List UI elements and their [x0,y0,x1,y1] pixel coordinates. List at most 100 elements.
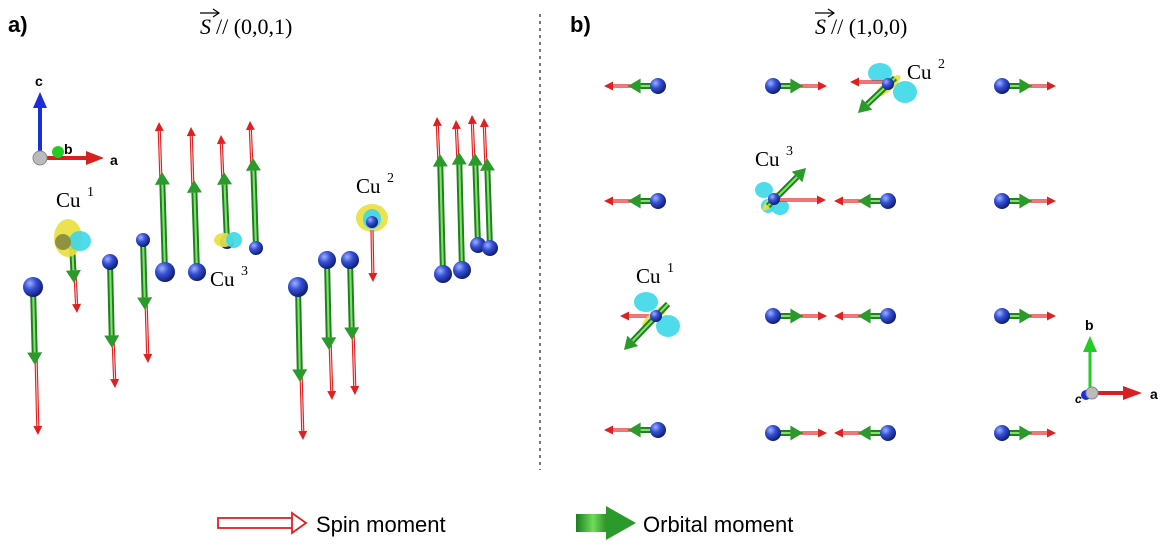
panel-a-site-label-cu3: Cu 3 [210,264,248,291]
cu-atom [249,241,263,255]
svg-text:c: c [35,73,43,89]
svg-text:b: b [64,141,73,157]
spin-arrow [776,195,826,205]
cu-site-right [765,78,827,94]
panel-a-structure [23,115,498,440]
cu2-site [850,63,917,113]
cu-atom [994,193,1010,209]
cu-site-up [186,127,206,281]
cu-site-down [318,251,337,400]
orbital-arrow [321,259,337,350]
panel-b-title: S // (1,0,0) [815,8,907,39]
cu-site-left [834,425,896,441]
cu-atom [765,78,781,94]
cu-site-right [994,78,1056,94]
panel-b-site-label-cu2: Cu 2 [907,57,945,84]
panel-b-label: b) [570,12,591,37]
spin-arrow [143,299,153,363]
svg-text:b: b [1085,317,1094,333]
cu3-orbital-density [214,232,242,248]
spin-arrow [350,329,360,395]
cu-site-up [467,115,486,253]
legend: Spin moment Orbital moment [217,506,793,540]
svg-text:Cu: Cu [755,147,780,171]
orbital-arrow [451,152,467,271]
cu-site-down [136,233,153,363]
cu1-orbital-density [54,219,91,257]
panel-a-title: S // (0,0,1) [200,8,292,39]
cu-site-down [23,277,43,435]
orbital-arrow [104,261,120,348]
panel-b-axis-triad: b a c [1075,317,1158,406]
svg-text:// (0,0,1): // (0,0,1) [216,14,292,39]
svg-text:1: 1 [87,185,94,200]
cu-site-right [765,425,827,441]
cu-site-left [604,422,666,438]
structure-drawing [23,63,1056,441]
legend-spin-arrow [217,511,308,535]
orbital-arrow [344,259,360,340]
svg-text:Cu: Cu [210,267,235,291]
svg-text:S: S [815,14,826,39]
cu2-orbital-density [356,204,388,282]
spin-arrow [368,229,378,282]
legend-orbital-arrow [576,506,636,540]
svg-text:Cu: Cu [636,264,661,288]
cu-atom [768,193,780,205]
spin-arrow [186,127,196,191]
svg-text:c: c [1075,392,1082,406]
orbital-arrow [186,180,202,273]
svg-text:2: 2 [938,57,945,72]
cu-atom [288,277,308,297]
cu-site-left [604,78,666,94]
orbital-arrow [292,286,308,382]
spin-arrow [33,354,43,435]
cu-atom [880,425,896,441]
svg-text:2: 2 [387,171,394,186]
cu-atom [482,240,498,256]
spin-arrow [154,122,164,183]
orbital-arrow [624,301,671,350]
cu-atom [650,422,666,438]
cu-site-up [154,122,175,282]
svg-text:a: a [110,152,118,168]
svg-text:Cu: Cu [356,174,381,198]
svg-text:3: 3 [241,264,248,279]
cu-site-right [994,425,1056,441]
cu-atom [650,310,662,322]
svg-text:// (1,0,0): // (1,0,0) [831,14,907,39]
panel-a-site-label-cu1: Cu 1 [56,185,94,212]
svg-text:Cu: Cu [56,188,81,212]
orbital-arrow [467,153,483,246]
cu-site-up [245,121,263,255]
cu1-site [620,292,680,350]
orbital-arrow [479,158,495,249]
cu-atom [136,233,150,247]
legend-orbital-label: Orbital moment [643,512,793,537]
cu3-site [755,168,826,215]
cu-site-left [834,193,896,209]
cu-site-up [432,117,452,283]
cu-atom [880,193,896,209]
panel-a-label: a) [8,12,28,37]
cu-atom [155,262,175,282]
cu-site-down [102,254,120,388]
svg-text:3: 3 [786,144,793,159]
cu-atom [880,308,896,324]
orbital-arrow [137,239,153,310]
cu-atom [453,261,471,279]
cu-atom [765,308,781,324]
cu-atom [765,425,781,441]
panel-b-site-label-cu3: Cu 3 [755,144,793,171]
cu-atom [994,78,1010,94]
cu-site-left [834,308,896,324]
cu-atom [994,308,1010,324]
cu-atom [23,277,43,297]
panel-a-site-label-cu2: Cu 2 [356,171,394,198]
cu-atom [318,251,336,269]
cu-atom [882,78,894,90]
cu-atom [102,254,118,270]
cu-atom [434,265,452,283]
cu-site-right [765,308,827,324]
